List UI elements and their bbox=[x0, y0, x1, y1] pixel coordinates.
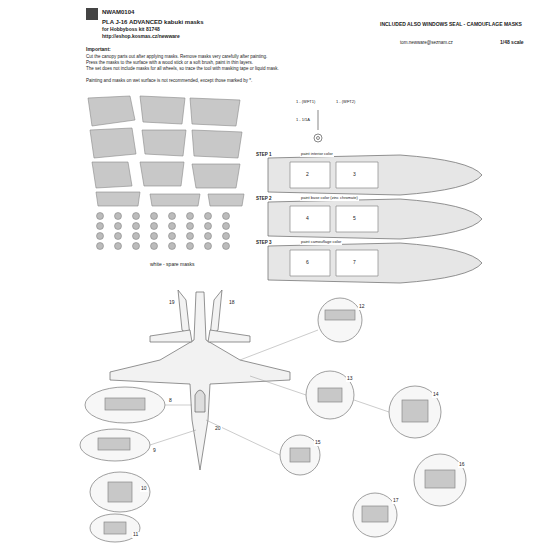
wheel-mask bbox=[187, 213, 194, 220]
callout-number: 1 - (WFT1) bbox=[296, 100, 315, 105]
wheel-mask bbox=[115, 213, 122, 220]
callout-number: 7 bbox=[352, 260, 357, 266]
wheel-mask bbox=[169, 233, 176, 240]
callout-number: 5 bbox=[352, 216, 357, 222]
callout-number: 18 bbox=[228, 300, 236, 306]
step-label: STEP 3 bbox=[255, 240, 272, 245]
wheel-mask bbox=[151, 223, 158, 230]
step-note: paint camouflage color bbox=[300, 240, 342, 245]
wheel-mask bbox=[205, 243, 212, 250]
wheel-mask bbox=[187, 233, 194, 240]
callout-number: 14 bbox=[432, 392, 440, 398]
sheet-title: PLA J-16 ADVANCED kabuki masks bbox=[102, 19, 203, 26]
wheel-mask bbox=[187, 243, 194, 250]
wheel-mask bbox=[223, 213, 230, 220]
note-line: The set does not include masks for all w… bbox=[86, 66, 336, 71]
callout-number: 2 bbox=[305, 172, 310, 178]
wheel-mask bbox=[133, 233, 140, 240]
callout-number: 19 bbox=[168, 300, 176, 306]
wheel-mask bbox=[151, 243, 158, 250]
wheel-mask bbox=[223, 243, 230, 250]
callout-number: 13 bbox=[346, 376, 354, 382]
wheel-mask bbox=[205, 213, 212, 220]
wheel-mask bbox=[97, 223, 104, 230]
wheel-mask bbox=[223, 233, 230, 240]
wheel-mask bbox=[223, 223, 230, 230]
callout-number: 9 bbox=[152, 448, 157, 454]
step-note: paint interior color bbox=[300, 152, 334, 157]
note-heading: Important: bbox=[86, 47, 111, 53]
scale-label: 1/48 scale bbox=[500, 40, 524, 46]
included-note: INCLUDED ALSO WINDOWS SEAL - CAMOUFLAGE … bbox=[380, 22, 540, 28]
wheel-mask bbox=[115, 233, 122, 240]
spare-note: white - spare masks bbox=[150, 262, 194, 268]
wheel-mask bbox=[115, 243, 122, 250]
wheel-mask bbox=[97, 213, 104, 220]
wheel-mask bbox=[169, 223, 176, 230]
step-label: STEP 1 bbox=[255, 152, 272, 157]
wheel-mask bbox=[151, 233, 158, 240]
callout-number: 3 bbox=[352, 172, 357, 178]
step-label: STEP 2 bbox=[255, 196, 272, 201]
callout-number: 16 bbox=[458, 462, 466, 468]
wheel-mask bbox=[97, 233, 104, 240]
callout-number: 20 bbox=[214, 426, 222, 432]
kit-reference: for Hobbyboss kit 81748 bbox=[102, 27, 160, 33]
callout-number: 12 bbox=[358, 304, 366, 310]
wheel-mask bbox=[151, 213, 158, 220]
callout-number: 17 bbox=[392, 498, 400, 504]
callout-number: 1 - 1/1A bbox=[296, 118, 310, 123]
wheel-mask bbox=[133, 213, 140, 220]
note-line: Cut the canopy parts out after applying … bbox=[86, 54, 316, 59]
note-line: Painting and masks on wet surface is not… bbox=[86, 78, 336, 83]
wheel-mask bbox=[169, 213, 176, 220]
note-line: Press the masks to the surface with a wo… bbox=[86, 60, 316, 65]
callout-number: 8 bbox=[168, 398, 173, 404]
step-note: paint base color (zinc chromate) bbox=[300, 196, 359, 201]
wheel-mask bbox=[205, 223, 212, 230]
email-address: tom.newware@seznam.cz bbox=[400, 40, 453, 45]
wheel-mask bbox=[169, 243, 176, 250]
callout-number: 11 bbox=[132, 532, 139, 538]
callout-number: 15 bbox=[314, 440, 322, 446]
wheel-mask bbox=[115, 223, 122, 230]
callout-number: 4 bbox=[305, 216, 310, 222]
wheel-mask bbox=[97, 243, 104, 250]
product-code: NWAM0104 bbox=[102, 9, 134, 16]
wheel-mask bbox=[205, 233, 212, 240]
wheel-mask bbox=[133, 223, 140, 230]
callout-number: 10 bbox=[140, 486, 148, 492]
callout-number: 6 bbox=[305, 260, 310, 266]
web-address: http://eshop.kosmas.cz/newware bbox=[102, 34, 180, 40]
wheel-mask bbox=[133, 243, 140, 250]
wheel-mask bbox=[187, 223, 194, 230]
callout-number: 1 - (WFT2) bbox=[336, 100, 355, 105]
